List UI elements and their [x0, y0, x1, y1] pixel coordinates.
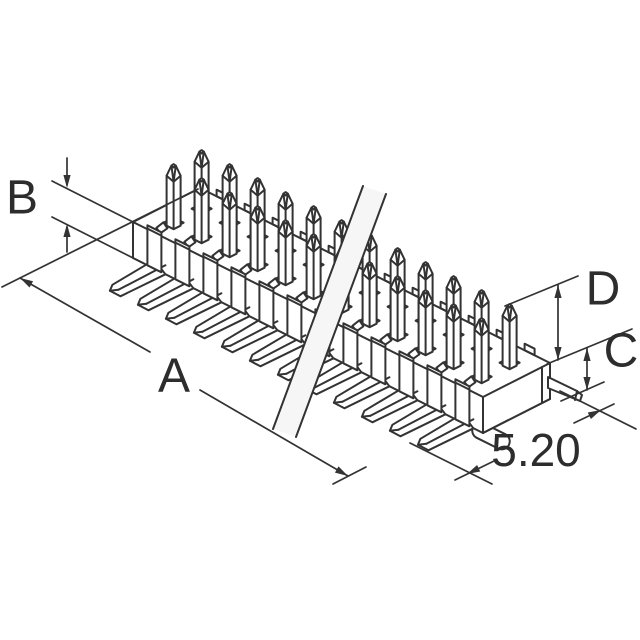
dimension-label-b: B [6, 172, 38, 225]
figure-layer [1, 149, 637, 485]
dimension-label-a: A [158, 350, 190, 403]
dimension-value-lead-span: 5.20 [491, 424, 581, 476]
dimension-label-layer: B A D C 5.20 [6, 172, 638, 477]
dimension-label-c: C [604, 325, 639, 378]
dimension-label-d: D [586, 263, 621, 316]
